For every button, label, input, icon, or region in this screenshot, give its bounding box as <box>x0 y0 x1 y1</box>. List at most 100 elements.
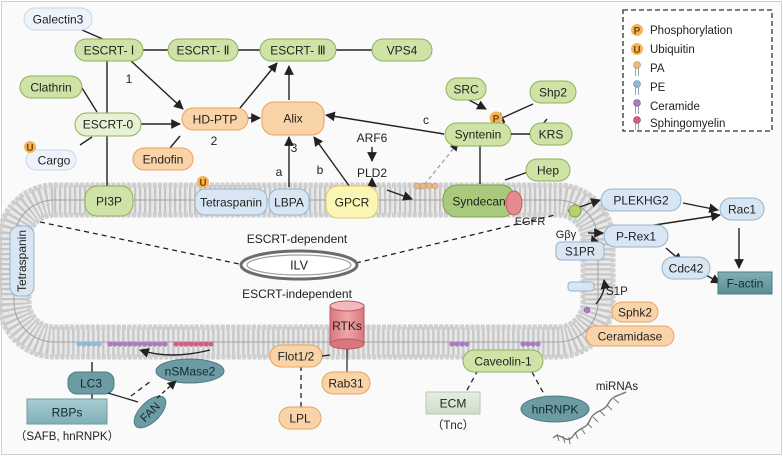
legend: P Phosphorylation U Ubiquitin PA PE Cera… <box>622 9 773 132</box>
factin-label: F-actin <box>727 277 764 291</box>
node-ceramidase: Ceramidase <box>585 325 675 347</box>
syndecan-label: Syndecan <box>452 195 505 209</box>
hdptp-label: HD-PTP <box>193 113 238 127</box>
syntenin-phospho-badge: P <box>489 111 503 125</box>
pa-to-syntenin-arrow <box>419 142 459 191</box>
legend-sphingomyelin: Sphingomyelin <box>650 118 725 130</box>
node-syndecan: Syndecan <box>442 184 516 218</box>
shp2-label: Shp2 <box>539 86 567 100</box>
node-gbg: Gβγ <box>556 204 582 241</box>
vps4-label: VPS4 <box>387 44 418 58</box>
node-vps4: VPS4 <box>371 38 433 62</box>
rbps-label: RBPs <box>52 406 83 420</box>
rac1-label: Rac1 <box>728 203 756 217</box>
node-arf6: ARF6 <box>357 131 388 145</box>
pathway-1-label: 1 <box>126 72 133 86</box>
endofin-label: Endofin <box>143 153 184 167</box>
legend-pa: PA <box>650 63 665 75</box>
phosphorylation-symbol <box>631 24 643 36</box>
node-alix: Alix <box>261 101 325 136</box>
node-gpcr: GPCR <box>325 185 379 219</box>
ilv-label: ILV <box>290 259 308 273</box>
lc3-fan-link <box>107 392 139 403</box>
pathway-3-label: 3 <box>291 141 298 155</box>
node-rtks: RTKs <box>329 300 365 350</box>
node-cdc42: Cdc42 <box>661 256 711 280</box>
hep-label: Hep <box>537 164 559 178</box>
prex1-label: P-Rex1 <box>616 230 656 244</box>
tetraspanin-top-label: Tetraspanin <box>200 196 262 210</box>
lc3-label: LC3 <box>80 377 102 391</box>
pa-lipid-cluster <box>413 182 439 190</box>
legend-phosphorylation: Phosphorylation <box>650 25 732 37</box>
alix-label: Alix <box>283 112 302 126</box>
node-syntenin: Syntenin <box>444 122 512 147</box>
pe-lipid-cluster <box>76 341 102 347</box>
node-caveolin: Caveolin-1 <box>462 349 544 373</box>
legend-ceramide: Ceramide <box>650 101 700 113</box>
krs-label: KRS <box>539 128 564 142</box>
node-lc3: LC3 <box>67 371 115 395</box>
node-cargo: Cargo U <box>24 141 77 171</box>
legend-pe: PE <box>650 82 666 94</box>
s1p-transporter: S1P <box>567 281 628 298</box>
node-pld2: PLD2 <box>357 166 387 180</box>
ecm-label: ECM <box>440 397 467 411</box>
s1p-label: S1P <box>606 286 628 298</box>
pi3p-label: PI3P <box>96 195 122 209</box>
caveolin-label: Caveolin-1 <box>474 355 532 369</box>
node-plekhg2: PLEKHG2 <box>600 188 682 212</box>
tnc-label: （Tnc） <box>432 419 474 432</box>
node-s1pr: S1PR <box>555 241 605 261</box>
hnrnpk-label: hnRNPK <box>532 403 579 417</box>
tetraspanin-ubiquitin-badge <box>197 176 209 188</box>
syntenin-label: Syntenin <box>455 128 502 142</box>
rbps-detail-label: （SAFB, hnRNPK） <box>15 430 119 443</box>
escrt3-label: ESCRT- Ⅲ <box>270 44 325 58</box>
pa-lipid-icon <box>633 61 641 76</box>
node-hep: Hep <box>525 158 571 182</box>
escrt-independent-label: ESCRT-independent <box>242 287 353 301</box>
syntenin-p-glyph: P <box>493 114 500 125</box>
pld2-label: PLD2 <box>357 166 387 180</box>
tetraspanin-side-label: Tetraspanin <box>15 230 29 292</box>
rtks-label: RTKs <box>332 319 362 333</box>
pe-lipid-icon <box>633 80 641 95</box>
tetraspanin-ubiquitin-glyph: U <box>199 178 206 189</box>
ceramide-lipid-icon <box>633 99 641 114</box>
galectin3-label: Galectin3 <box>33 13 84 27</box>
cdc42-label: Cdc42 <box>669 262 704 276</box>
escrt2-label: ESCRT- Ⅱ <box>176 44 229 58</box>
mirna-strand: miRNAs <box>552 381 638 445</box>
pathway-2-label: 2 <box>211 134 218 148</box>
ceramidase-label: Ceramidase <box>598 330 663 344</box>
legend-ubiquitin: Ubiquitin <box>650 44 695 56</box>
pathway-b-label: b <box>317 163 324 177</box>
escrt0-label: ESCRT-0 <box>83 118 134 132</box>
node-escrt2: ESCRT- Ⅱ <box>167 38 239 62</box>
ceramide-lipid-right <box>583 306 591 314</box>
node-egfr: EGFR <box>505 190 545 228</box>
node-ecm: ECM （Tnc） <box>425 391 481 432</box>
caveolin-lipid-cluster <box>449 341 541 347</box>
node-lbpa: LBPA <box>268 188 310 216</box>
sphingomyelin-lipid-cluster <box>173 341 214 347</box>
node-lpl: LPL <box>278 406 322 430</box>
node-nsmase2: nSMase2 <box>155 358 225 384</box>
pathway-a-label: a <box>276 165 283 179</box>
node-escrt0: ESCRT-0 <box>74 112 142 137</box>
inhibition-lines <box>498 103 534 124</box>
node-rac1: Rac1 <box>719 197 765 221</box>
gpcr-label: GPCR <box>335 196 370 210</box>
ceramide-lipid-cluster <box>107 341 168 347</box>
lbpa-label: LBPA <box>274 196 304 210</box>
dashed-lines <box>39 214 556 407</box>
arf6-label: ARF6 <box>357 131 388 145</box>
node-rbps: RBPs （SAFB, hnRNPK） <box>15 398 119 443</box>
clathrin-label: Clathrin <box>30 81 71 95</box>
node-prex1: P-Rex1 <box>603 224 669 248</box>
cargo-ubiquitin-badge <box>24 141 36 153</box>
flot-label: Flot1/2 <box>278 350 315 364</box>
mirnas-label: miRNAs <box>596 381 638 393</box>
